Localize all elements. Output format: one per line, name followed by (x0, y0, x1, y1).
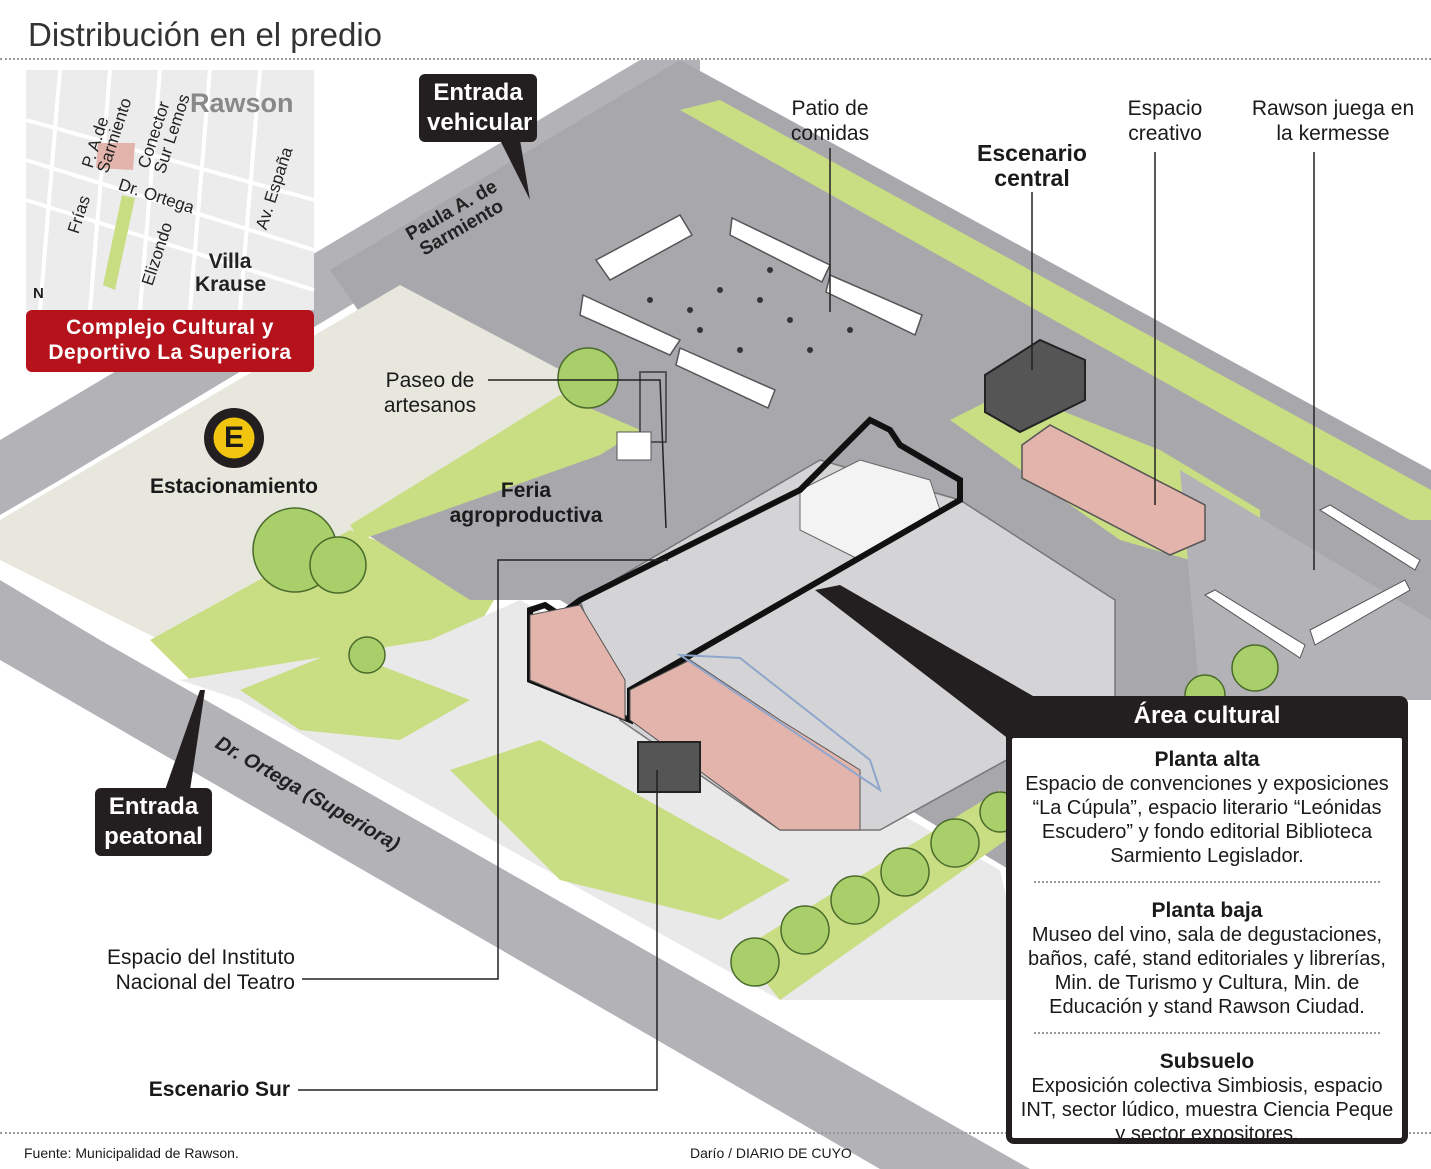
label-escenario-sur: Escenario Sur (148, 1078, 290, 1101)
inset-map-site (96, 143, 135, 170)
ground-floor-glass (676, 653, 882, 793)
section-text: Museo del vino, sala de degustaciones, b… (1028, 924, 1386, 1018)
espacio-creativo-building (1021, 424, 1206, 556)
label-instituto-teatro: Espacio del Instituto Nacional del Teatr… (107, 946, 295, 994)
section-planta-baja: Planta baja Museo del vino, sala de degu… (1012, 899, 1402, 1019)
water-tower (639, 371, 667, 443)
area-cultural-pointer (815, 585, 1040, 740)
entrance-pedestrian-label: Entrada peatonal (95, 788, 212, 856)
section-planta-alta: Planta alta Espacio de convenciones y ex… (1012, 738, 1402, 868)
inset-map-streets (25, 69, 315, 311)
garden-green-1 (240, 650, 470, 740)
section-heading: Subsuelo (1159, 1050, 1255, 1073)
section-text: Exposición colectiva Simbiosis, espacio … (1020, 1075, 1394, 1145)
parking-lot (0, 285, 570, 640)
inset-map-bg (26, 70, 314, 310)
page-title: Distribución en el predio (28, 16, 383, 53)
escenario-central-building (984, 338, 1086, 434)
kermesse-bench-2 (1204, 589, 1306, 659)
section-heading: Planta alta (1154, 748, 1260, 771)
section-text: Espacio de convenciones y exposiciones “… (1025, 773, 1389, 867)
ground-floor-brick (629, 659, 861, 831)
paseo-green (350, 395, 640, 540)
parking-label: Estacionamiento (149, 475, 319, 498)
inset-map-park (103, 195, 135, 290)
area-cultural-title: Área cultural (1133, 702, 1281, 729)
credit-note: Darío / DIARIO DE CUYO (690, 1145, 852, 1161)
vehicular-pointer (500, 140, 530, 200)
facade-brick (529, 604, 626, 721)
green-parking-edge (150, 530, 500, 680)
parking-icon: E (223, 421, 244, 454)
area-cultural-panel: Área cultural Planta alta Espacio de con… (1006, 696, 1408, 1146)
map-city: Rawson (190, 88, 294, 118)
escenario-sur-stage (637, 741, 701, 793)
entrance-vehicular-label: Entrada vehicular (419, 74, 537, 142)
divider-bottom (0, 1132, 1431, 1134)
section-heading: Planta baja (1151, 899, 1263, 922)
feria-area (360, 420, 720, 600)
green-strip-top (680, 100, 1431, 520)
booth (616, 431, 652, 461)
food-court-tables (647, 267, 853, 353)
label-paseo-artesanos: Paseo de artesanos (383, 369, 477, 417)
section-subsuelo: Subsuelo Exposición colectiva Simbiosis,… (1012, 1050, 1402, 1146)
leader-lines (114, 148, 1315, 1091)
label-feria: Feria agroproductiva (449, 479, 603, 527)
label-escenario-central: Escenario central (977, 140, 1087, 191)
location-label: Complejo Cultural y Deportivo La Superio… (26, 310, 314, 372)
map-district: Villa Krause (195, 250, 267, 296)
north-arrow-icon: N (33, 285, 44, 302)
section-divider (1034, 1032, 1380, 1034)
section-divider (1034, 881, 1380, 883)
peatonal-pointer (165, 690, 205, 790)
garden-green-2 (450, 740, 790, 920)
divider-top (0, 58, 1431, 60)
food-court-tents (579, 214, 923, 410)
label-kermesse: Rawson juega en la kermesse (1251, 97, 1415, 145)
kermesse-bench-3 (1309, 579, 1411, 646)
label-espacio-creativo: Espacio creativo (1127, 97, 1203, 145)
source-note: Fuente: Municipalidad de Rawson. (24, 1145, 239, 1161)
kermesse-bench-1 (1318, 504, 1421, 571)
label-patio-comidas: Patio de comidas (790, 97, 870, 145)
right-road (1180, 470, 1431, 700)
